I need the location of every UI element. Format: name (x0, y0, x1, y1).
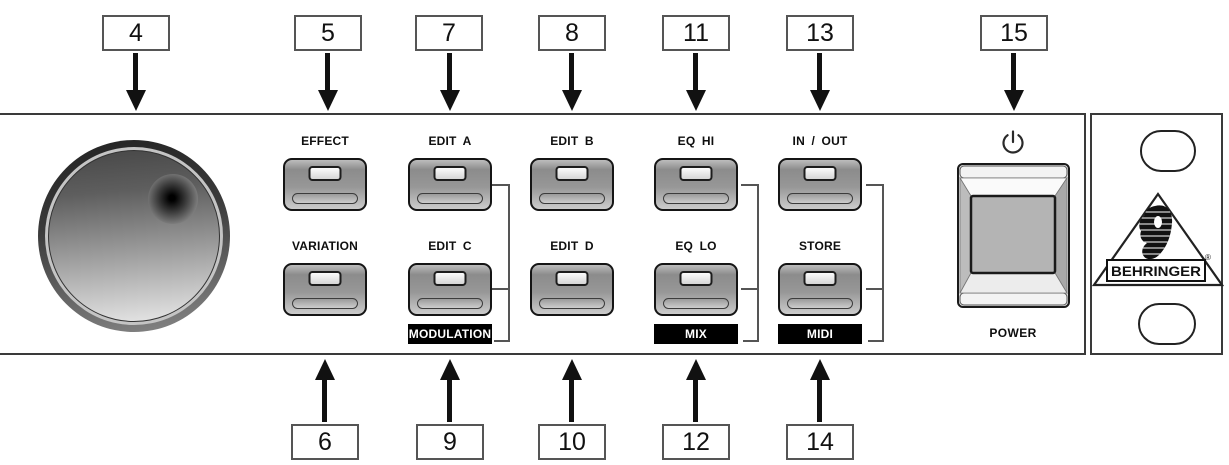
arrow-up-icon (440, 359, 460, 380)
callout-box-10: 10 (538, 424, 606, 460)
arrow-down-icon (562, 90, 582, 111)
button-grip (787, 298, 853, 309)
edit-c-button[interactable] (408, 263, 492, 316)
button-grip (292, 298, 358, 309)
button-grip (539, 298, 605, 309)
eq-lo-button[interactable] (654, 263, 738, 316)
store-button[interactable] (778, 263, 862, 316)
callout-box-4: 4 (102, 15, 170, 51)
edit-a-button[interactable] (408, 158, 492, 211)
callout-arrow-6 (322, 379, 327, 422)
callout-box-13: 13 (786, 15, 854, 51)
callout-arrow-12 (693, 379, 698, 422)
modulation-tag: MODULATION (408, 324, 492, 344)
led-window (433, 166, 467, 181)
callout-arrow-11 (693, 53, 698, 91)
registered-mark: ® (1205, 253, 1211, 262)
callout-box-14: 14 (786, 424, 854, 460)
in-out-button[interactable] (778, 158, 862, 211)
eq-hi-button[interactable] (654, 158, 738, 211)
rack-mount-hole-top (1140, 130, 1196, 172)
button-label-variation: VARIATION (291, 239, 359, 253)
led-window (803, 271, 837, 286)
mix-tag: MIX (654, 324, 738, 344)
led-window (555, 166, 589, 181)
button-label-edit-c: EDIT C (428, 239, 472, 253)
callout-arrow-5 (325, 53, 330, 91)
arrow-down-icon (318, 90, 338, 111)
arrow-up-icon (315, 359, 335, 380)
callout-box-12: 12 (662, 424, 730, 460)
led-window (555, 271, 589, 286)
button-grip (292, 193, 358, 204)
callout-arrow-10 (569, 379, 574, 422)
brand-name: BEHRINGER (1111, 263, 1201, 279)
button-label-eq-hi: EQ HI (677, 134, 715, 148)
button-grip (663, 193, 729, 204)
callout-box-7: 7 (415, 15, 483, 51)
button-label-edit-a: EDIT A (428, 134, 472, 148)
callout-box-15: 15 (980, 15, 1048, 51)
button-label-eq-lo: EQ LO (675, 239, 717, 253)
button-label-in-out: IN / OUT (792, 134, 848, 148)
arrow-down-icon (810, 90, 830, 111)
button-label-edit-d: EDIT D (550, 239, 594, 253)
behringer-logo: BEHRINGER ® (1092, 192, 1224, 287)
led-window (679, 166, 713, 181)
arrow-down-icon (440, 90, 460, 111)
jog-wheel-disc (48, 150, 220, 322)
edit-b-button[interactable] (530, 158, 614, 211)
power-switch[interactable] (957, 163, 1070, 308)
button-grip (663, 298, 729, 309)
callout-box-5: 5 (294, 15, 362, 51)
arrow-up-icon (810, 359, 830, 380)
arrow-down-icon (126, 90, 146, 111)
led-window (308, 166, 342, 181)
callout-arrow-8 (569, 53, 574, 91)
edit-d-button[interactable] (530, 263, 614, 316)
button-label-effect: EFFECT (301, 134, 349, 148)
callout-arrow-9 (447, 379, 452, 422)
button-label-edit-b: EDIT B (550, 134, 594, 148)
callout-arrow-7 (447, 53, 452, 91)
arrow-down-icon (1004, 90, 1024, 111)
led-window (433, 271, 467, 286)
callout-arrow-15 (1011, 53, 1016, 91)
variation-button[interactable] (283, 263, 367, 316)
callout-arrow-13 (817, 53, 822, 91)
arrow-down-icon (686, 90, 706, 111)
led-window (679, 271, 713, 286)
button-grip (417, 298, 483, 309)
arrow-up-icon (562, 359, 582, 380)
effect-button[interactable] (283, 158, 367, 211)
button-grip (539, 193, 605, 204)
callout-arrow-14 (817, 379, 822, 422)
power-label: POWER (989, 326, 1037, 340)
callout-box-11: 11 (662, 15, 730, 51)
callout-box-6: 6 (291, 424, 359, 460)
button-grip (787, 193, 853, 204)
button-grip (417, 193, 483, 204)
callout-arrow-4 (133, 53, 138, 91)
callout-box-9: 9 (416, 424, 484, 460)
led-window (803, 166, 837, 181)
button-label-store: STORE (798, 239, 842, 253)
jog-wheel[interactable] (38, 140, 230, 332)
callout-box-8: 8 (538, 15, 606, 51)
power-symbol-icon (1002, 130, 1024, 154)
midi-tag: MIDI (778, 324, 862, 344)
jog-wheel-finger-dimple (148, 174, 198, 224)
rack-mount-hole-bottom (1138, 303, 1196, 345)
arrow-up-icon (686, 359, 706, 380)
led-window (308, 271, 342, 286)
